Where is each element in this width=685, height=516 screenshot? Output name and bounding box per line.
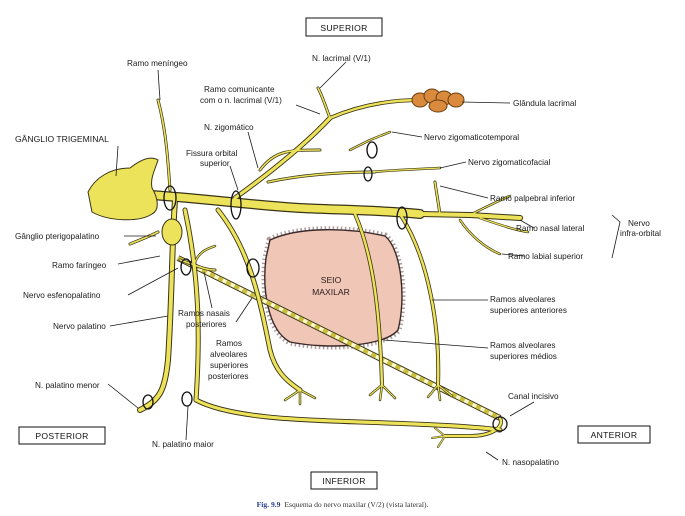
label-nervo-zigomaticotemporal: Nervo zigomaticotemporal — [424, 133, 519, 142]
label-nervo-infraorbital-1: Nervo — [628, 219, 650, 228]
label-ramo-comunicante-1: Ramo comunicante — [204, 85, 275, 94]
maxillary-sinus: SEIO MAXILAR — [265, 230, 402, 346]
svg-text:POSTERIOR: POSTERIOR — [35, 431, 88, 441]
lacrimal-gland — [412, 89, 464, 112]
svg-text:MAXILAR: MAXILAR — [312, 287, 350, 297]
label-ramos-nasais-1: Ramos nasais — [178, 309, 230, 318]
direction-anterior: ANTERIOR — [578, 426, 650, 443]
label-ramo-nasal-lateral: Ramo nasal lateral — [516, 224, 584, 233]
label-n-palatino-menor: N. palatino menor — [35, 381, 100, 390]
label-nervo-infraorbital-2: infra-orbital — [620, 229, 661, 238]
label-nervo-esfenopalatino: Nervo esfenopalatino — [23, 291, 101, 300]
label-ramos-nasais-2: posteriores — [186, 320, 227, 329]
label-ramos-alv-posteriores-2: alveolares — [210, 350, 247, 359]
label-ramo-palpebral: Ramo palpebral inferior — [490, 194, 575, 203]
label-ramo-faringeo: Ramo faríngeo — [52, 261, 107, 270]
label-ramos-alv-medios-1: Ramos alveolares — [490, 341, 556, 350]
label-ramo-comunicante-2: com o n. lacrimal (V/1) — [200, 96, 282, 105]
label-ramo-meningeo: Ramo meníngeo — [127, 59, 188, 68]
svg-text:INFERIOR: INFERIOR — [322, 476, 365, 486]
figure-number: Fig. 9.9 — [257, 500, 281, 509]
label-fissura-orbital-1: Fissura orbital — [186, 149, 238, 158]
label-nervo-palatino: Nervo palatino — [53, 322, 106, 331]
label-ganglio-trigeminal: GÂNGLIO TRIGEMINAL — [15, 134, 109, 144]
trigeminal-ganglion — [88, 158, 158, 220]
label-ramos-alv-posteriores-4: posteriores — [208, 372, 249, 381]
pterygopalatine-ganglion — [162, 219, 182, 245]
direction-posterior: POSTERIOR — [19, 427, 105, 444]
label-ramo-labial: Ramo labial superior — [508, 252, 583, 261]
label-ramos-alv-posteriores-3: superiores — [210, 361, 248, 370]
label-glandula-lacrimal: Glândula lacrimal — [513, 99, 576, 108]
label-fissura-orbital-2: superior — [200, 159, 230, 168]
figure-caption: Fig. 9.9 Esquema do nervo maxilar (V/2) … — [0, 500, 685, 509]
label-n-lacrimal: N. lacrimal (V/1) — [312, 54, 371, 63]
label-ramos-alv-anteriores-2: superiores anteriores — [490, 306, 567, 315]
direction-inferior: INFERIOR — [311, 472, 377, 489]
label-n-palatino-maior: N. palatino maior — [152, 440, 214, 449]
label-n-nasopalatino: N. nasopalatino — [502, 458, 559, 467]
label-ramos-alv-medios-2: superiores médios — [490, 352, 557, 361]
label-n-zigomatico: N. zigomático — [204, 123, 254, 132]
figure-caption-text: Esquema do nervo maxilar (V/2) (vista la… — [284, 500, 428, 509]
svg-text:SEIO: SEIO — [321, 275, 342, 285]
label-ramos-alv-posteriores-1: Ramos — [216, 339, 242, 348]
label-ganglio-pterigopalatino: Gânglio pterigopalatino — [15, 232, 100, 241]
svg-text:ANTERIOR: ANTERIOR — [591, 430, 638, 440]
svg-text:SUPERIOR: SUPERIOR — [320, 23, 367, 33]
label-canal-incisivo: Canal incisivo — [508, 392, 559, 401]
direction-superior: SUPERIOR — [306, 18, 382, 36]
maxillary-nerve-diagram: SUPERIOR INFERIOR POSTERIOR ANTERIOR SEI… — [0, 0, 685, 500]
label-ramos-alv-anteriores-1: Ramos alveolares — [490, 295, 556, 304]
label-nervo-zigomaticofacial: Nervo zigomaticofacial — [468, 158, 551, 167]
